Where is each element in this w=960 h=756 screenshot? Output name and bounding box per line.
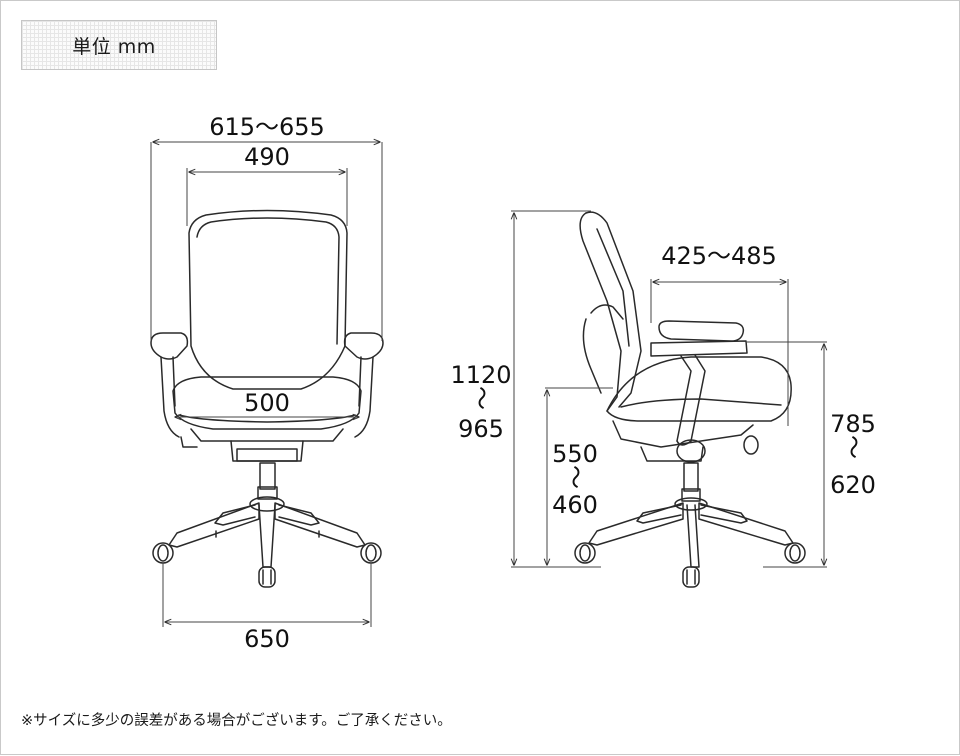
front-view-chair	[150, 209, 384, 588]
overall-height-tilde: 〜	[467, 386, 495, 410]
side-view-chair	[574, 211, 806, 588]
unit-label: 単位 mm	[72, 35, 156, 58]
seat-width-label: 500	[244, 389, 290, 417]
overall-height-max: 1120	[450, 361, 511, 389]
back-width-label: 490	[244, 143, 290, 171]
unit-label-box: 単位 mm	[21, 20, 217, 70]
dimension-labels: 615〜655 490 500 650 425〜485 1120 〜 965 5…	[209, 113, 876, 653]
arm-height-min: 620	[830, 471, 876, 499]
seat-height-tilde: 〜	[561, 465, 589, 489]
dimension-lines	[150, 142, 827, 627]
arm-height-tilde: 〜	[839, 435, 867, 459]
overall-height-min: 965	[458, 415, 504, 443]
seat-height-max: 550	[552, 440, 598, 468]
arm-height-max: 785	[830, 410, 876, 438]
size-tolerance-note: ※サイズに多少の誤差がある場合がございます。ご了承ください。	[21, 713, 452, 729]
overall-width-label: 615〜655	[209, 113, 325, 141]
seat-height-min: 460	[552, 491, 598, 519]
armrest-depth-label: 425〜485	[661, 242, 777, 270]
base-width-label: 650	[244, 625, 290, 653]
